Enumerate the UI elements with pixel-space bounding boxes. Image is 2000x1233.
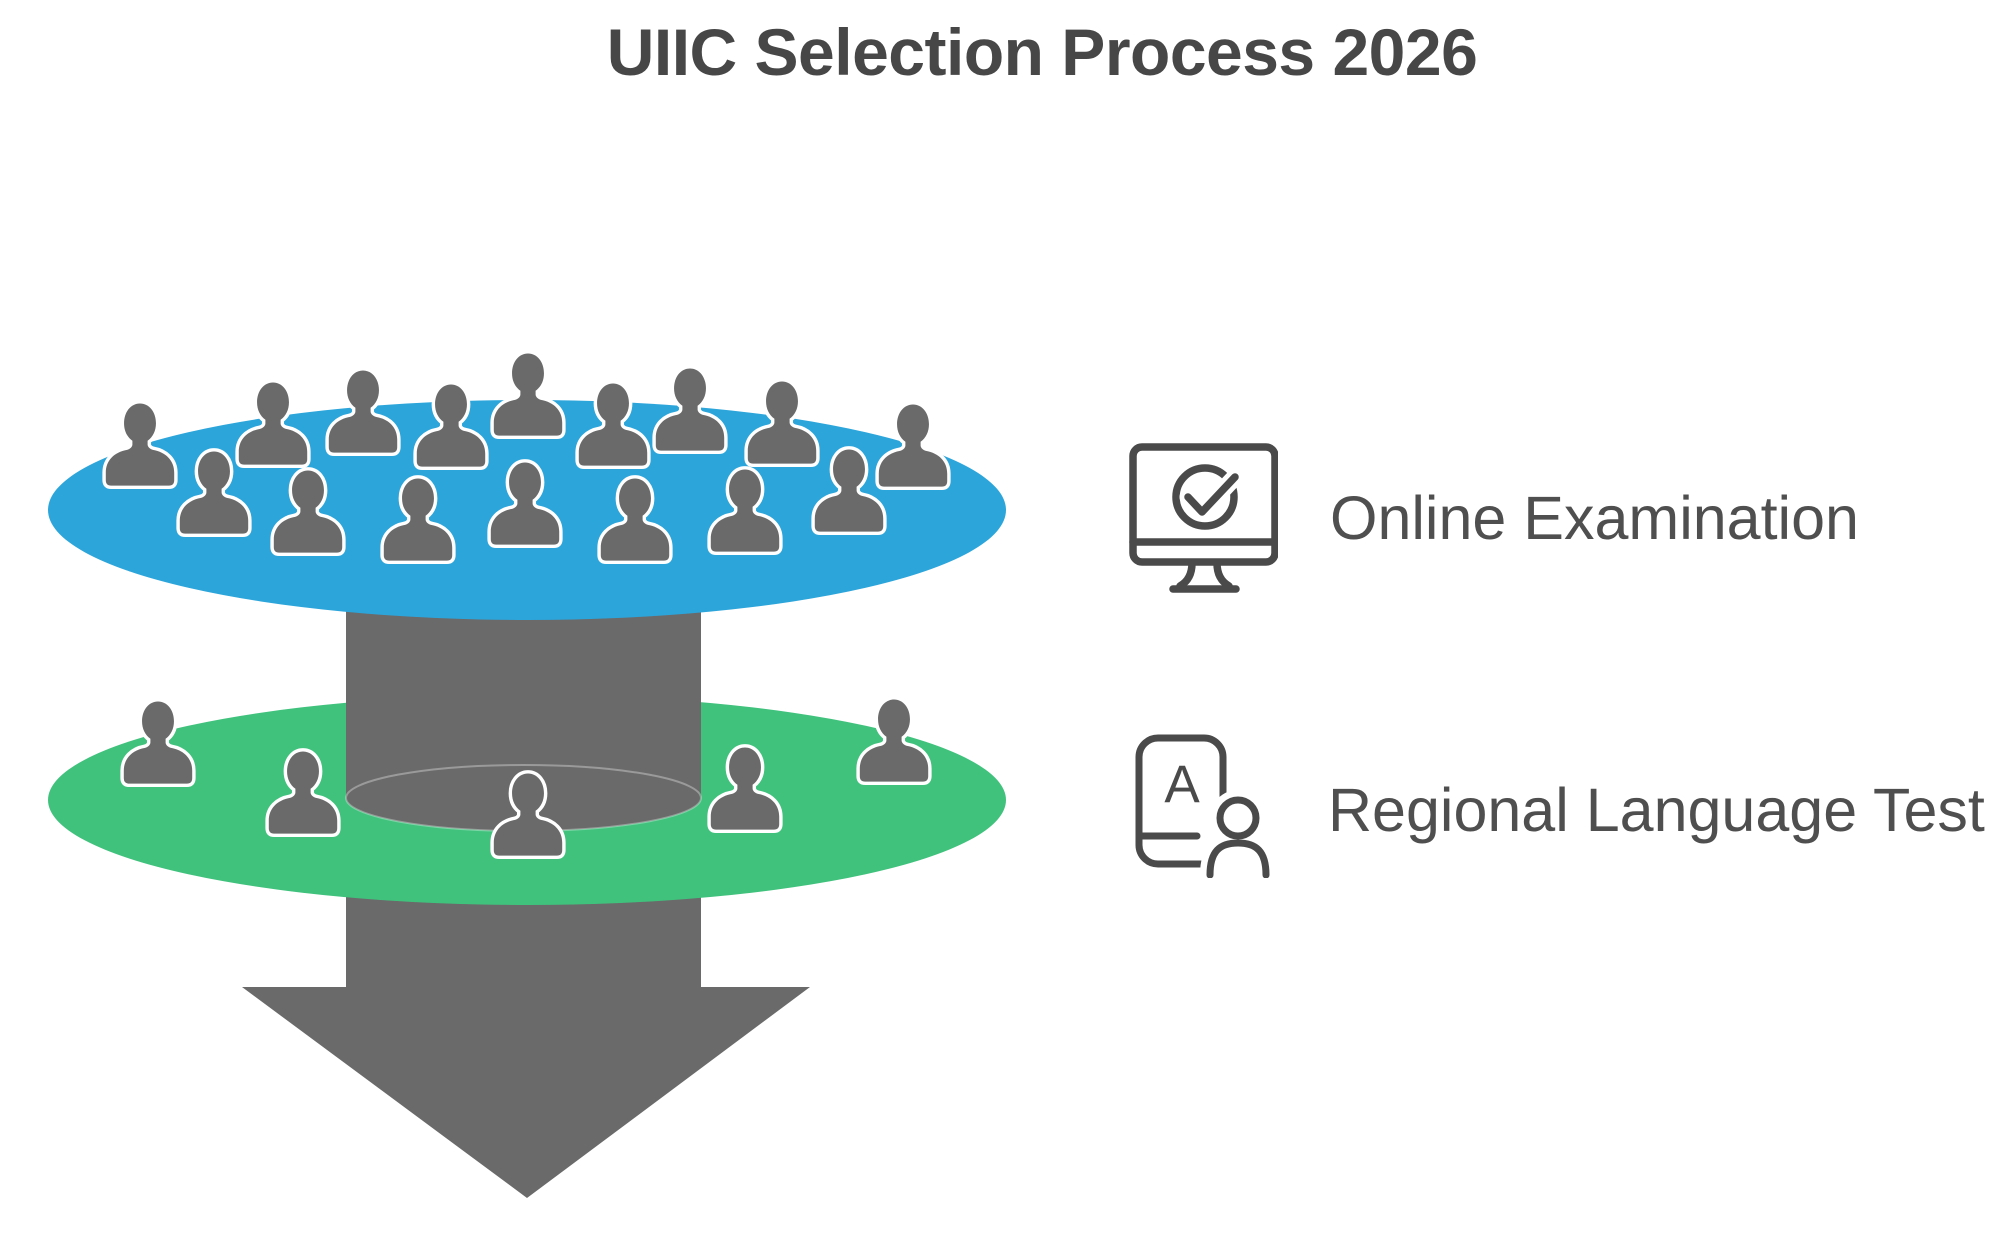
person-shoulders [1206,839,1270,878]
page-title: UIIC Selection Process 2026 [606,15,1478,89]
person-head [1216,796,1260,840]
check-mark [1184,473,1239,516]
step-label-regional-language-test: Regional Language Test [1328,776,1985,844]
language-card-person-icon: A [1135,734,1275,878]
person-icon [494,354,562,436]
monitor-check-icon [1129,443,1278,593]
step-label-online-examination: Online Examination [1330,484,1859,552]
selection-funnel-diagram [48,0,1006,1198]
letter-a-label: A [1164,755,1200,814]
